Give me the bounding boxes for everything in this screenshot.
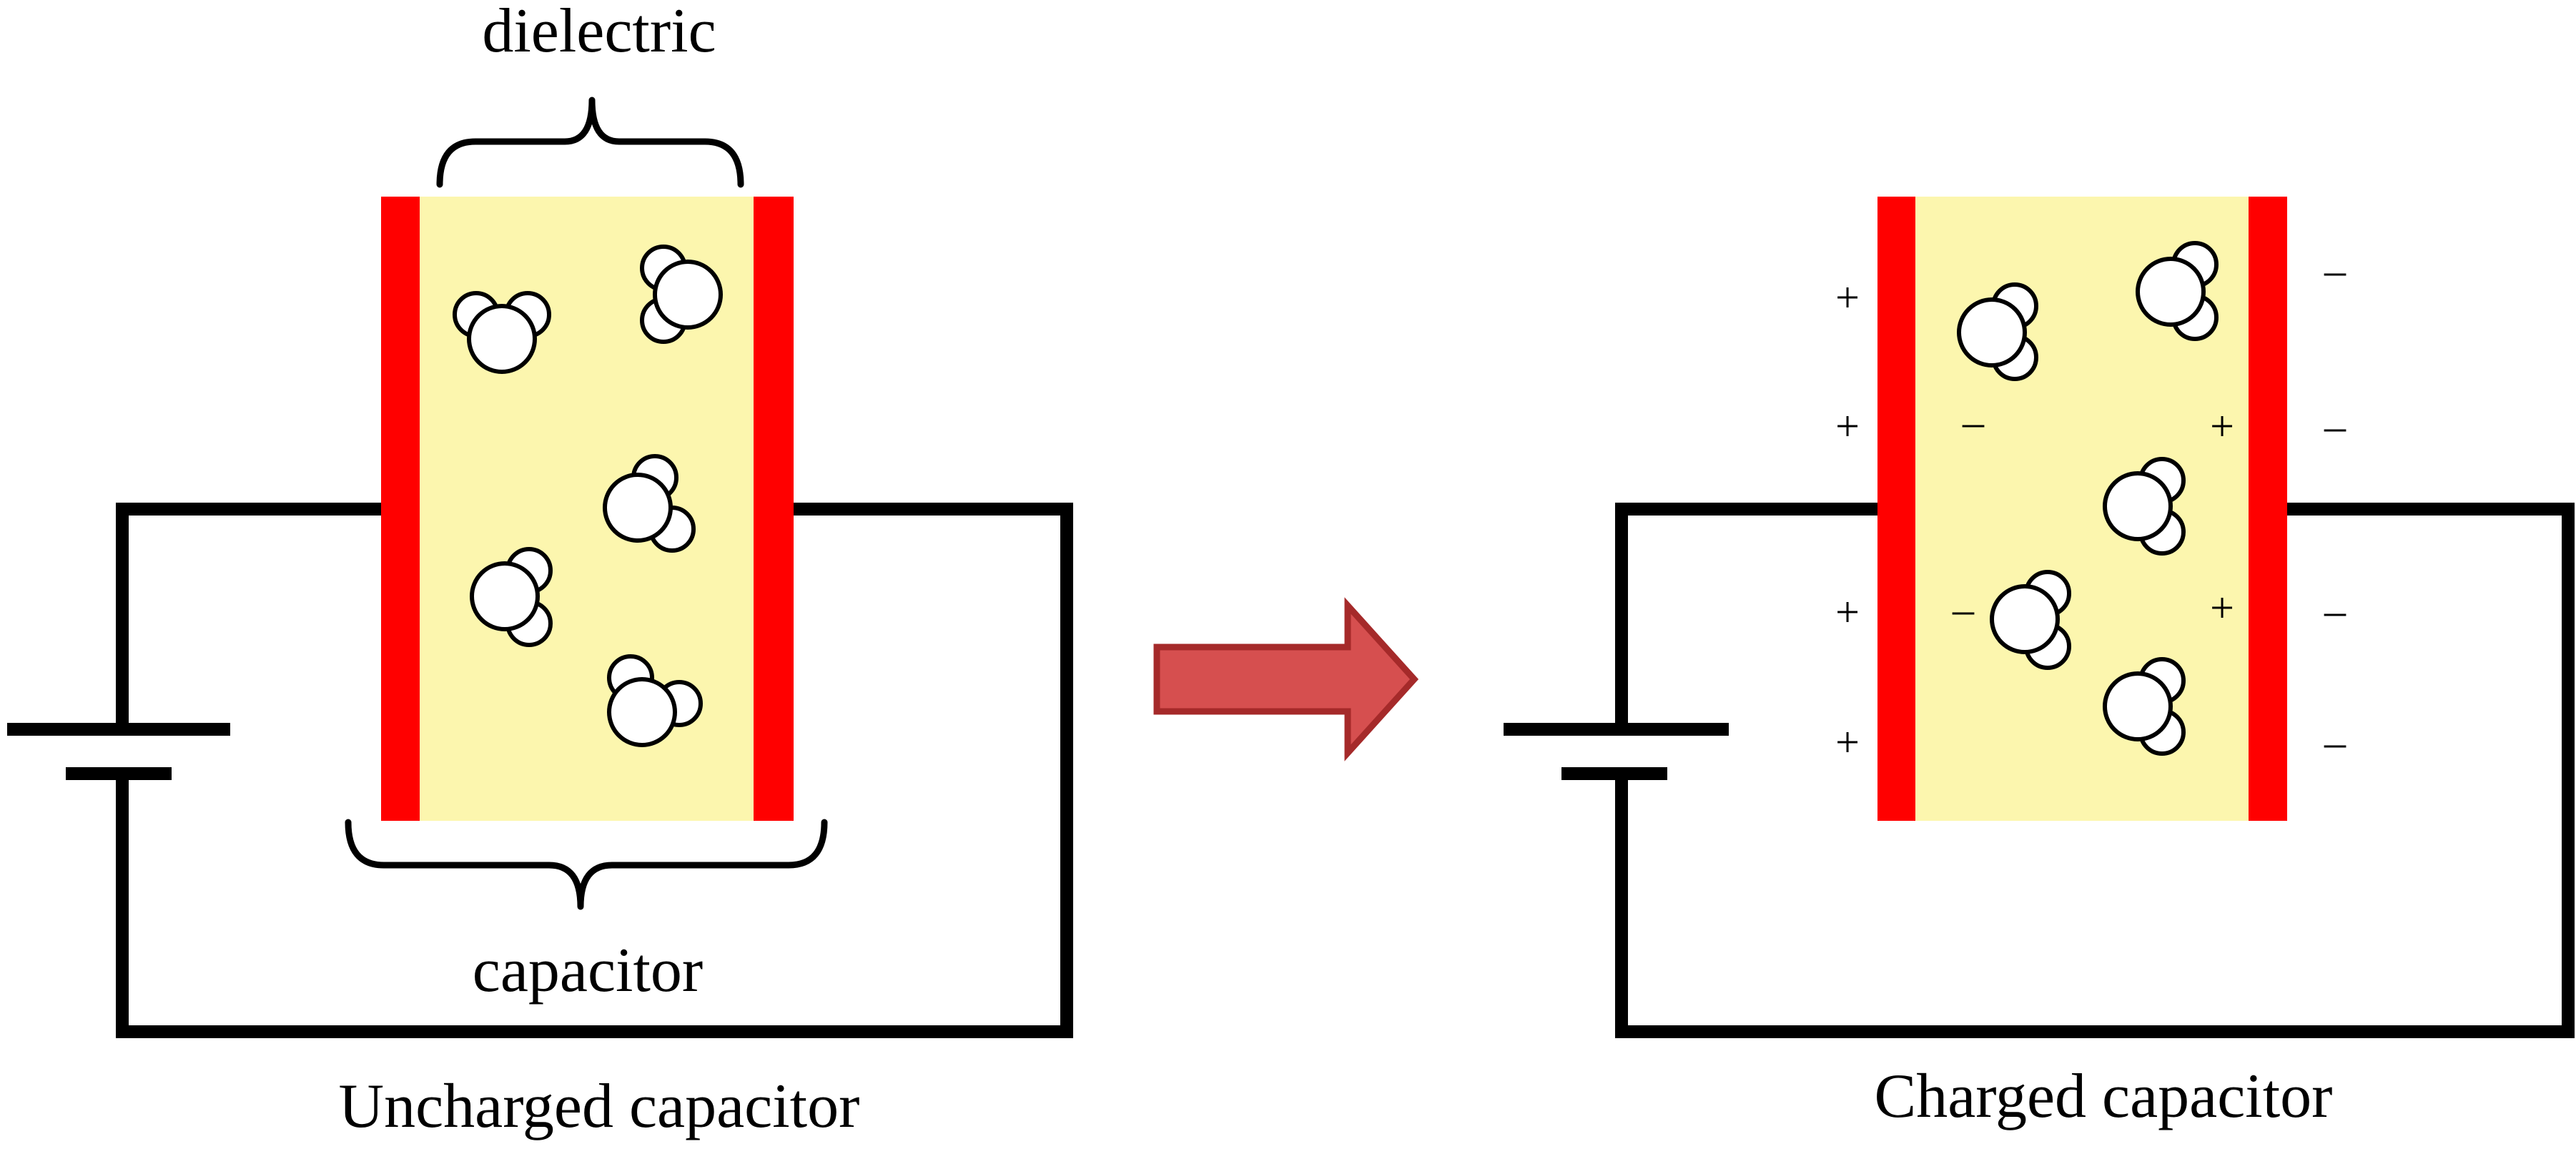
uncharged-left-plate: [381, 197, 420, 821]
negative-charge: –: [2324, 247, 2346, 294]
charged-caption: Charged capacitor: [1875, 1062, 2333, 1131]
right-arrow-icon: [1153, 597, 1419, 761]
uncharged-molecules: [453, 245, 723, 747]
dielectric-induced-charges: – – + +: [1952, 398, 2234, 633]
molecule-icon: [453, 291, 551, 374]
positive-charge: +: [1835, 719, 1860, 766]
positive-charge: +: [2210, 584, 2234, 631]
uncharged-circuit: dielectric capacitor Uncharged capacitor: [7, 0, 1073, 1141]
negative-charge: –: [2324, 587, 2346, 634]
left-plate-positive-charges: + + + +: [1835, 274, 1860, 766]
molecule-icon: [2136, 241, 2219, 341]
right-plate-negative-charges: – – – –: [2324, 247, 2346, 766]
molecule-icon: [603, 454, 696, 553]
negative-charge: –: [2324, 403, 2346, 450]
charged-right-plate: [2249, 197, 2287, 821]
uncharged-circuit-wire: [116, 503, 381, 729]
molecule-icon: [1990, 570, 2071, 670]
uncharged-caption: Uncharged capacitor: [339, 1072, 860, 1141]
capacitor-label: capacitor: [473, 936, 703, 1005]
charged-left-plate: [1877, 197, 1915, 821]
dielectric-brace: [436, 97, 744, 188]
charged-molecules: [1957, 241, 2219, 756]
positive-charge: +: [1835, 274, 1860, 321]
negative-charge: –: [2324, 719, 2346, 766]
charged-circuit: + + + + – – – – – – + + Charged capacito…: [1504, 197, 2575, 1131]
uncharged-right-plate: [754, 197, 794, 821]
charged-circuit-wire-bottom: [1615, 503, 2575, 1038]
molecule-icon: [607, 654, 703, 747]
molecule-icon: [470, 547, 553, 647]
negative-charge: –: [1962, 398, 1985, 445]
charged-circuit-wire: [1615, 503, 1877, 729]
molecule-icon: [2103, 457, 2186, 556]
positive-charge: +: [1835, 403, 1860, 450]
uncharged-circuit-wire-bottom: [116, 503, 1073, 1038]
dielectric-label: dielectric: [482, 0, 716, 66]
capacitor-brace: [345, 819, 828, 910]
molecule-icon: [1957, 282, 2038, 381]
molecule-icon: [640, 245, 723, 344]
positive-charge: +: [2210, 403, 2234, 450]
negative-charge: –: [1952, 586, 1975, 633]
positive-charge: +: [1835, 588, 1860, 636]
molecule-icon: [2103, 657, 2186, 756]
